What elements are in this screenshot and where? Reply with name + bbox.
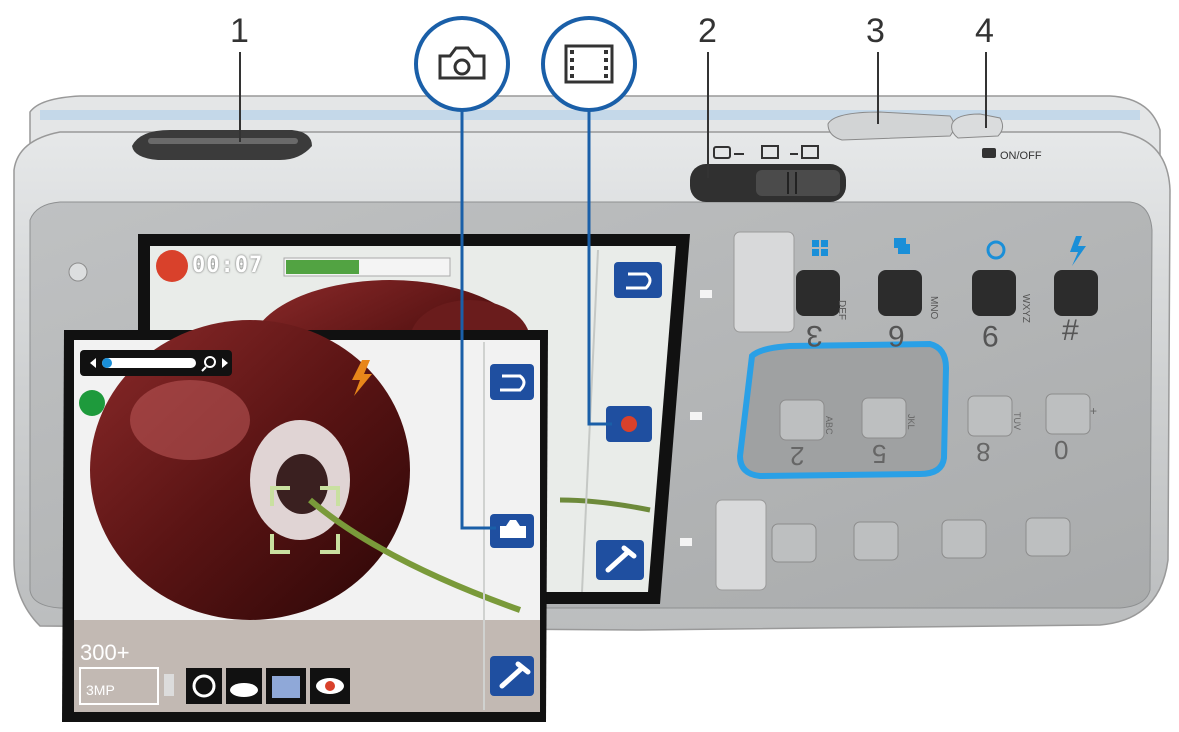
callout-4: 4 <box>975 12 994 50</box>
video-mode-icon <box>543 18 635 110</box>
key-hash-digit[interactable]: # <box>1062 314 1079 347</box>
key-8-letters: TUV <box>1012 412 1022 430</box>
record-timer: 00:07 <box>192 253 264 278</box>
callout-2: 2 <box>698 12 717 50</box>
key-6-letters: MNO <box>928 296 939 320</box>
camera-mode-icon <box>416 18 508 110</box>
on-off-label: ON/OFF <box>1000 150 1042 162</box>
key-0-letters: + <box>1090 404 1098 418</box>
resolution-label: 3MP <box>86 682 115 698</box>
key-5-letters: JKL <box>906 414 916 430</box>
key-9-letters: WXYZ <box>1020 294 1031 323</box>
callout-1: 1 <box>230 12 249 50</box>
callout-3: 3 <box>866 12 885 50</box>
key-3-letters: DEF <box>836 300 847 320</box>
key-2-letters: ABC <box>824 416 834 435</box>
shots-remaining: 300+ <box>80 640 130 665</box>
